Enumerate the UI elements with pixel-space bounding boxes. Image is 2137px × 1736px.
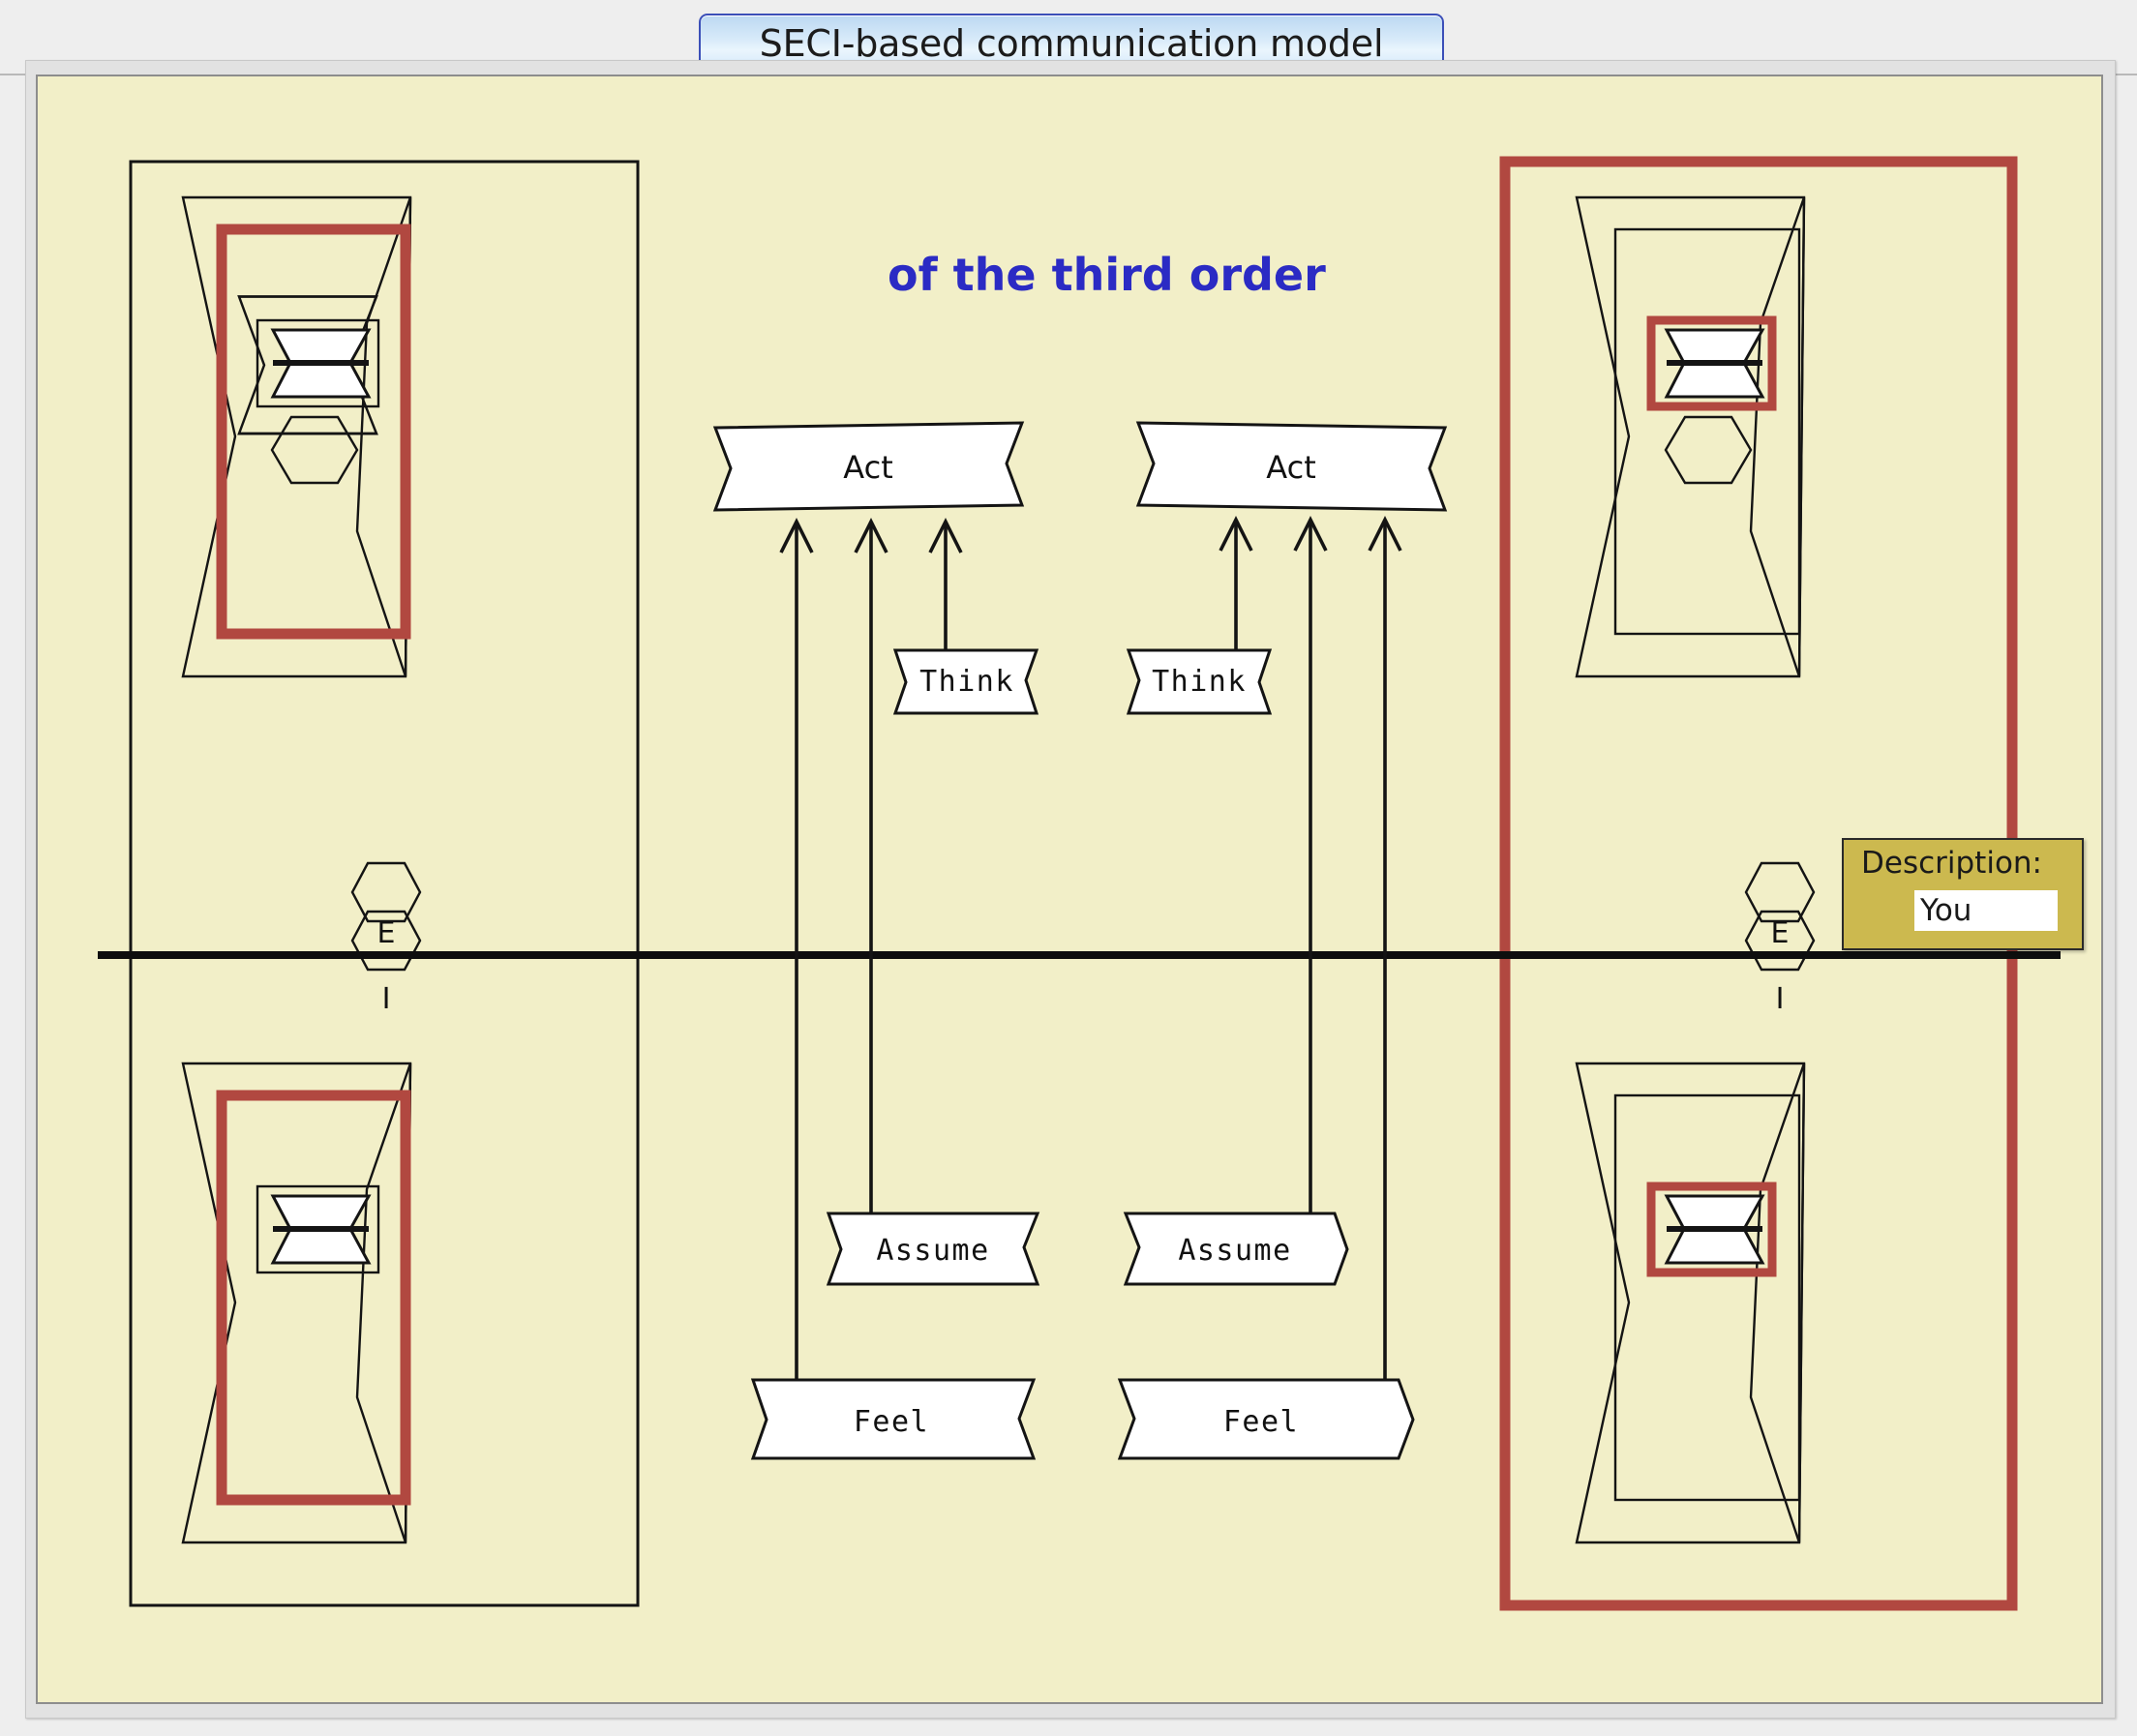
right-upper-hex-shape xyxy=(1664,415,1753,485)
left-lower-highlight-rect[interactable] xyxy=(216,1090,411,1506)
think-left-shape[interactable] xyxy=(892,648,1039,715)
seci-diagram: Act Think Assume Feel Act xyxy=(98,156,2061,1611)
ei-marker-left-lower-hex xyxy=(350,910,422,972)
page-title: of the third order xyxy=(888,249,1326,301)
flow-node-feel-left[interactable]: Feel xyxy=(750,1378,1037,1460)
left-actor-upper[interactable] xyxy=(181,195,412,678)
connectors-right xyxy=(1219,515,1402,1385)
right-lower-bowtie-outline-right[interactable] xyxy=(1749,1063,1806,1543)
assume-right-label: Assume xyxy=(1178,1234,1291,1268)
left-upper-icon-frame[interactable] xyxy=(256,318,380,408)
act-left-label: Act xyxy=(843,449,892,486)
left-upper-highlight-rect[interactable] xyxy=(216,224,411,640)
left-actor-outer-boundary[interactable] xyxy=(129,160,640,1607)
ei-marker-left-upper-hex xyxy=(350,861,422,923)
think-left-label: Think xyxy=(919,665,1014,699)
flow-node-assume-left[interactable]: Assume xyxy=(826,1212,1040,1286)
right-actor-upper[interactable] xyxy=(1575,195,1806,678)
right-upper-icon-frame-highlight[interactable] xyxy=(1646,315,1777,411)
act-right-label: Act xyxy=(1266,449,1315,486)
right-lower-icon-frame-highlight[interactable] xyxy=(1646,1182,1777,1277)
left-upper-chevron-band[interactable] xyxy=(237,295,378,435)
arrowhead-assume-act-left xyxy=(854,517,888,554)
feel-right-shape[interactable] xyxy=(1117,1378,1415,1460)
left-actor-group[interactable] xyxy=(129,160,640,1607)
arrowhead-think-act-right xyxy=(1219,515,1253,552)
act-right-shape[interactable] xyxy=(1135,421,1448,512)
ei-marker-right-internal-label: I xyxy=(1776,982,1785,1016)
diagram-canvas[interactable]: of the third order xyxy=(36,75,2103,1704)
flow-node-think-left[interactable]: Think xyxy=(892,648,1039,715)
right-actor-lower[interactable] xyxy=(1575,1062,1806,1544)
ei-marker-right[interactable]: E I xyxy=(1744,861,1816,1016)
flow-node-think-right[interactable]: Think xyxy=(1126,648,1273,715)
right-upper-bowtie-outline-right[interactable] xyxy=(1749,196,1806,677)
feel-left-shape[interactable] xyxy=(750,1378,1037,1460)
right-lower-bowtie-outline[interactable] xyxy=(1575,1062,1806,1544)
feel-right-label: Feel xyxy=(1223,1405,1299,1439)
left-actor-lower[interactable] xyxy=(181,1062,412,1544)
description-label: Description: xyxy=(1861,846,2042,881)
flow-node-act-left[interactable]: Act xyxy=(712,421,1025,512)
left-upper-hexagon[interactable] xyxy=(270,415,359,485)
feel-left-label: Feel xyxy=(854,1405,929,1439)
assume-right-shape[interactable] xyxy=(1123,1212,1349,1286)
right-upper-middle-rect[interactable] xyxy=(1613,227,1801,636)
arrowhead-feel-act-left xyxy=(779,517,814,554)
assume-left-label: Assume xyxy=(876,1234,989,1268)
ei-marker-right-upper-hex xyxy=(1744,861,1816,923)
flow-node-assume-right[interactable]: Assume xyxy=(1123,1212,1349,1286)
left-upper-hex-shape xyxy=(270,415,359,485)
right-upper-bowtie-outline[interactable] xyxy=(1575,195,1806,678)
think-right-label: Think xyxy=(1152,665,1247,699)
ei-marker-left[interactable]: E I xyxy=(350,861,422,1016)
description-input[interactable] xyxy=(1914,890,2058,931)
act-left-shape[interactable] xyxy=(712,421,1025,512)
arrowhead-assume-act-right xyxy=(1293,515,1328,552)
right-upper-hexagon[interactable] xyxy=(1664,415,1753,485)
think-right-shape[interactable] xyxy=(1126,648,1273,715)
ei-marker-left-external-label: E xyxy=(377,916,396,950)
right-lower-middle-rect[interactable] xyxy=(1613,1093,1801,1502)
assume-left-shape[interactable] xyxy=(826,1212,1040,1286)
diagram-frame: of the third order xyxy=(25,60,2116,1719)
flow-node-feel-right[interactable]: Feel xyxy=(1117,1378,1415,1460)
ei-marker-right-external-label: E xyxy=(1771,916,1790,950)
connectors-left xyxy=(779,517,963,1385)
arrowhead-feel-act-right xyxy=(1368,515,1402,552)
left-lower-icon-frame[interactable] xyxy=(256,1184,380,1274)
ei-marker-right-lower-hex xyxy=(1744,910,1816,972)
flow-node-act-right[interactable]: Act xyxy=(1135,421,1448,512)
arrowhead-think-act-left xyxy=(928,517,963,554)
description-tooltip[interactable]: Description: xyxy=(1842,838,2084,950)
ei-marker-left-internal-label: I xyxy=(382,982,391,1016)
